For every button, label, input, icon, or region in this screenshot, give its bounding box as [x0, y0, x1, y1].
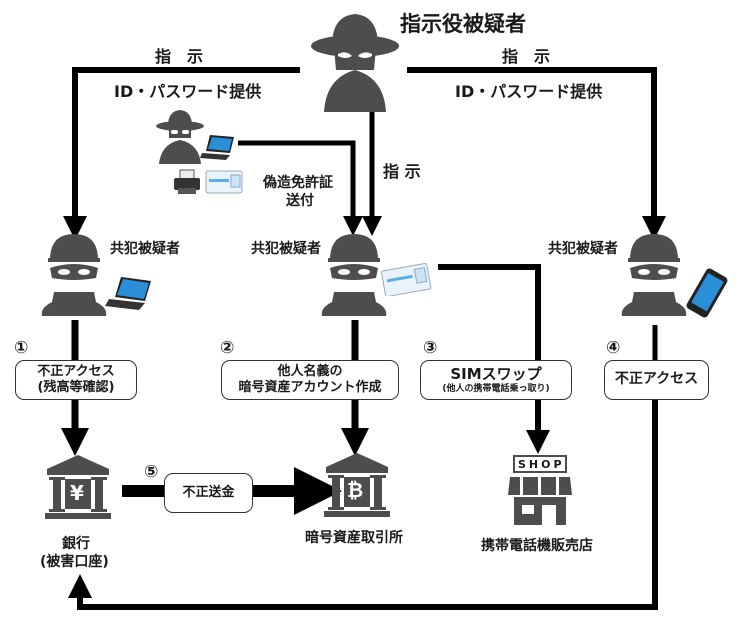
leader-title: 指示役被疑者	[400, 12, 526, 36]
step-box-2: 他人名義の 暗号資産アカウント作成	[221, 360, 399, 400]
arrow-forger-to-accomplice-2	[238, 140, 363, 236]
exchange-label: 暗号資産取引所	[305, 530, 403, 546]
step-number-1: ①	[14, 338, 29, 358]
instruction-label-left: 指 示	[155, 47, 204, 66]
arrow-accomplice-2-to-shop	[438, 264, 550, 454]
shop-sign: SHOP	[518, 458, 565, 471]
accomplice-figure-icon-4	[620, 230, 688, 318]
instruction-label-right: 指 示	[502, 47, 551, 66]
step-box-3: SIMスワップ (他人の携帯電話乗っ取り)	[420, 360, 572, 400]
step-3-line-2: (他人の携帯電話乗っ取り)	[442, 383, 550, 394]
id-card-icon-accomplice-2	[380, 262, 432, 296]
accomplice-figure-icon-1	[40, 230, 108, 318]
arrow-leader-to-accomplice-4	[407, 67, 666, 240]
bank-label-2: (被害口座)	[40, 554, 109, 570]
accomplice-label-4: 共犯被疑者	[548, 241, 618, 257]
accomplice-label-1: 共犯被疑者	[110, 241, 180, 257]
step-box-5: 不正送金	[164, 473, 253, 513]
bank-icon	[45, 453, 111, 519]
accomplice-figure-icon-2	[320, 230, 388, 318]
step-5-line-1: 不正送金	[182, 484, 235, 500]
step-box-1: 不正アクセス (残高等確認)	[15, 360, 137, 400]
step-4-line-1: 不正アクセス	[614, 371, 699, 388]
smartphone-icon	[683, 268, 731, 318]
id-password-label-right: ID・パスワード提供	[455, 82, 603, 101]
forged-license-label-1: 偽造免許証	[263, 175, 333, 191]
step-3-line-1: SIMスワップ	[450, 365, 542, 383]
leader-figure-icon	[310, 8, 400, 112]
bank-label-1: 銀行	[62, 536, 90, 552]
forger-figure-icon	[155, 108, 205, 164]
step-number-4: ④	[606, 338, 621, 358]
step-1-line-2: (残高等確認)	[37, 380, 115, 395]
forged-license-label-2: 送付	[286, 193, 314, 209]
step-number-3: ③	[423, 338, 438, 358]
laptop-icon-accomplice-1	[105, 275, 153, 311]
exchange-symbol: ₿	[347, 478, 364, 502]
bank-symbol: ¥	[70, 481, 84, 505]
shop-icon	[508, 455, 572, 525]
id-password-label-left: ID・パスワード提供	[114, 82, 262, 101]
step-2-line-2: 暗号資産アカウント作成	[238, 380, 382, 395]
printer-icon	[172, 168, 202, 196]
step-2-line-1: 他人名義の	[277, 363, 343, 379]
id-card-icon-forger	[205, 170, 243, 194]
instruction-label-center: 指 示	[383, 162, 421, 181]
step-1-line-1: 不正アクセス	[37, 363, 115, 379]
arrow-leader-to-accomplice-1	[63, 67, 300, 240]
step-box-4: 不正アクセス	[604, 360, 709, 400]
step-number-5: ⑤	[144, 462, 159, 482]
step-number-2: ②	[220, 338, 235, 358]
arrow-step-4-to-bank	[68, 400, 658, 610]
exchange-icon	[324, 451, 390, 517]
accomplice-label-2: 共犯被疑者	[251, 241, 321, 257]
shop-label: 携帯電話機販売店	[481, 538, 593, 554]
laptop-icon	[200, 133, 236, 161]
